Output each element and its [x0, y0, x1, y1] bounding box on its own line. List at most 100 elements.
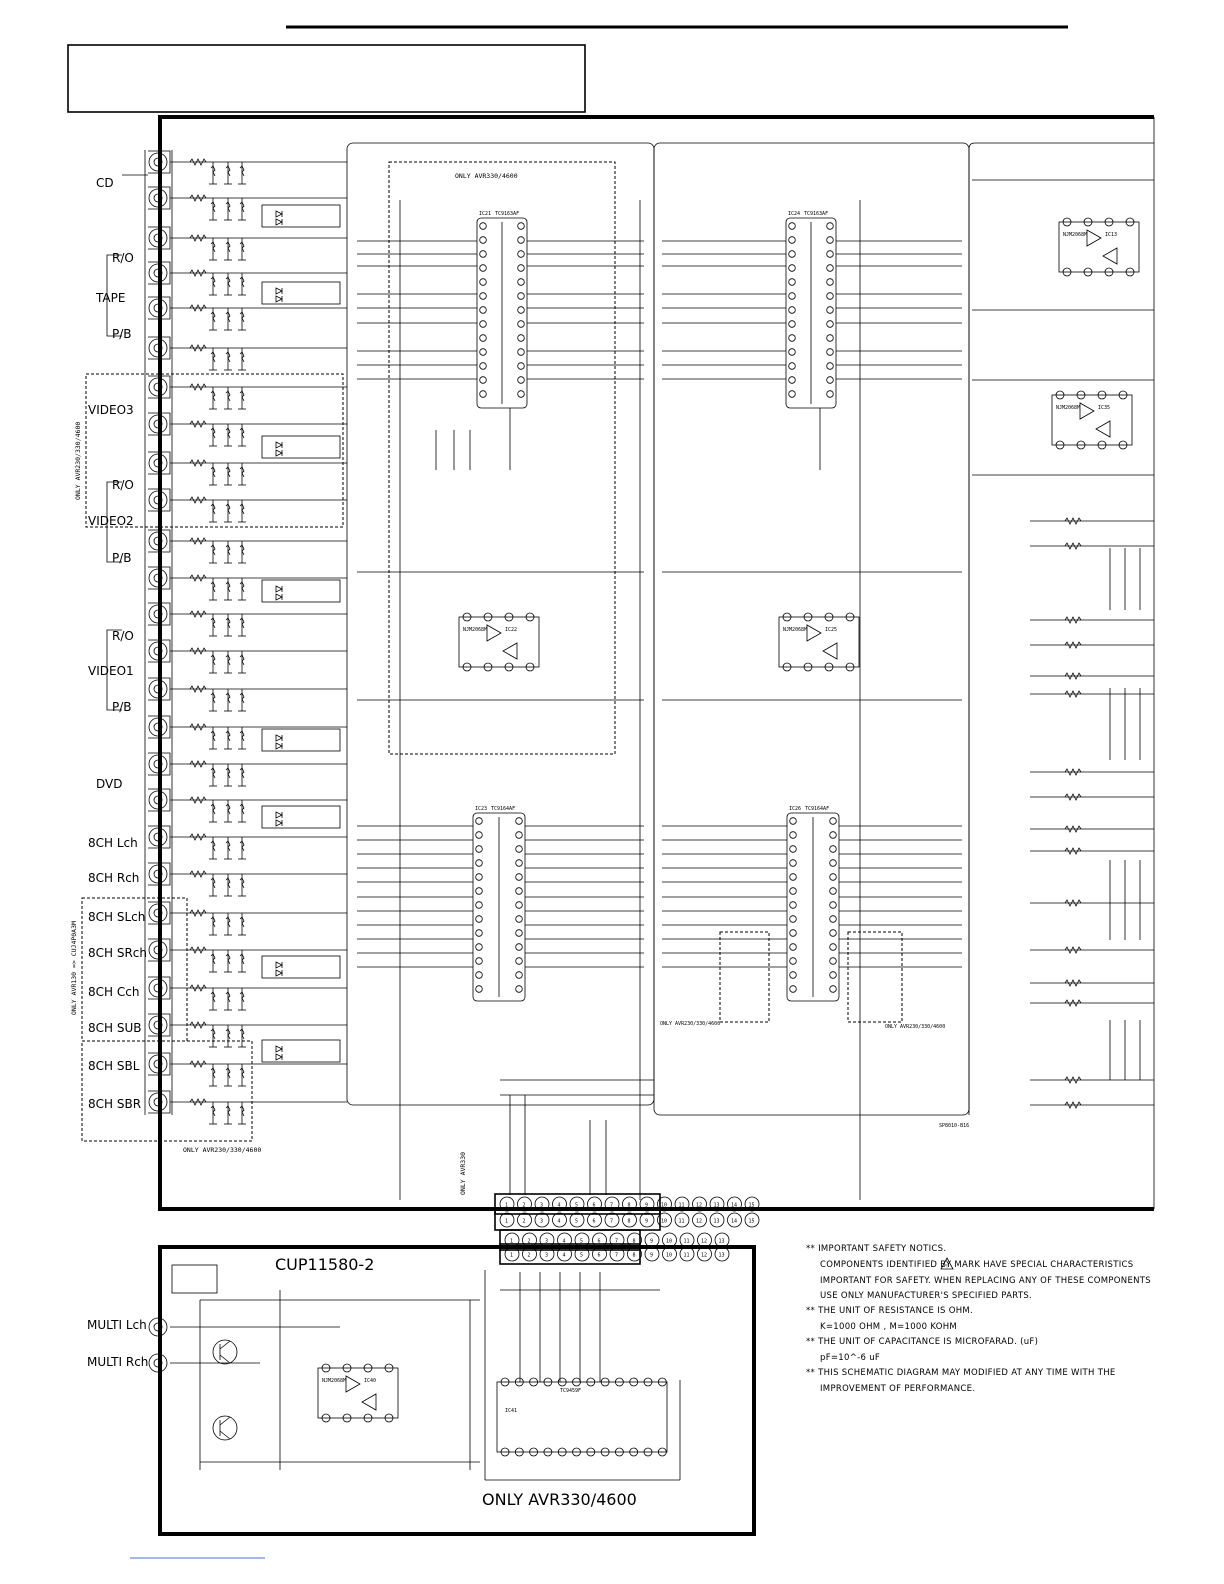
ic-pin-icon [789, 859, 797, 867]
only-avr330-vertical-label: ONLY AVR330 [459, 1152, 467, 1195]
resistor-icon [210, 390, 216, 402]
connector-pin-icon [662, 1246, 677, 1262]
resistor-icon [210, 201, 216, 213]
ic-pin-icon [826, 320, 834, 328]
warning-mark: ! [946, 1264, 949, 1270]
ic-pin-icon [600, 1447, 610, 1457]
resistor-icon [239, 840, 245, 852]
resistor-icon [239, 953, 245, 965]
ic-pin-icon [1118, 390, 1128, 400]
ic-ref: IC23 [475, 806, 487, 812]
connector-pin-number: 12 [701, 1253, 707, 1259]
opamp-icon [361, 1393, 377, 1411]
rca-jack-center-icon [153, 945, 163, 955]
connector-pin-icon [587, 1196, 602, 1212]
resistor-icon [189, 1098, 207, 1106]
ic-pin-icon [475, 873, 483, 881]
input-label: VIDEO2 [88, 514, 134, 528]
ic-pin-icon [803, 662, 813, 672]
opamp-package [778, 616, 860, 668]
connector-pin-icon [627, 1246, 642, 1262]
resistor-icon [1064, 1076, 1082, 1084]
multi-rch-label: MULTI Rch [87, 1355, 148, 1369]
connector-pin-icon [604, 1196, 620, 1212]
ic-pin-icon [543, 1447, 553, 1457]
rca-jack-icon [148, 1015, 168, 1035]
ic-pin-icon [1104, 217, 1114, 227]
resistor-icon [225, 311, 231, 323]
connector-pin-icon [639, 1196, 655, 1212]
ic-pin-icon [517, 292, 525, 300]
resistor-icon [239, 241, 245, 253]
connector-pin-icon [499, 1196, 515, 1212]
ic-pin-icon [479, 306, 487, 314]
connector-pin-icon [574, 1246, 590, 1262]
resistor-icon [189, 537, 207, 545]
ic-body [476, 217, 528, 409]
connector-pin-number: 6 [598, 1253, 601, 1259]
ic-pin-icon [515, 873, 523, 881]
ic-pin-icon [515, 901, 523, 909]
rca-jack-icon [148, 754, 168, 774]
resistor-icon [1064, 847, 1082, 855]
rca-jack-center-icon [153, 869, 163, 879]
resistor-icon [225, 581, 231, 593]
ic-pin-icon [789, 817, 797, 825]
ic-pin-icon [629, 1377, 639, 1387]
ic-pin-icon [1076, 440, 1086, 450]
rca-jack-center-icon [153, 1097, 163, 1107]
diode-clamp-network [171, 1264, 218, 1294]
ic-pin-icon [475, 859, 483, 867]
resistor-icon [225, 1067, 231, 1079]
connector-pin-number: 7 [615, 1239, 618, 1245]
ic-pin-icon [515, 845, 523, 853]
connector-pin-number: 14 [731, 1203, 737, 1209]
ic-pin-icon [1055, 390, 1065, 400]
connector-pin-number: 4 [563, 1239, 566, 1245]
rca-jack-center-icon [153, 1059, 163, 1069]
ic-pin-icon [517, 320, 525, 328]
rca-jack-center-icon [153, 1322, 163, 1332]
rca-jack-center-icon [153, 268, 163, 278]
ic-pin-icon [475, 943, 483, 951]
resistor-icon [189, 647, 207, 655]
ic-pin-icon [475, 901, 483, 909]
only-avr230-bottom-left-label: ONLY AVR230/330/4600 [183, 1146, 261, 1154]
resistor-icon [210, 991, 216, 1003]
connector-pin-icon [534, 1196, 550, 1212]
connector-pin-number: 5 [580, 1239, 583, 1245]
resistor-icon [239, 544, 245, 556]
resistor-icon [210, 730, 216, 742]
ic-pin-icon [845, 662, 855, 672]
ic-pin-icon [475, 817, 483, 825]
resistor-icon [1064, 979, 1082, 987]
rca-jack-center-icon [153, 684, 163, 694]
ic-pin-icon [475, 957, 483, 965]
ic-pin-icon [1125, 267, 1135, 277]
resistor-icon [210, 953, 216, 965]
connector-pin-number: 6 [593, 1203, 596, 1209]
ic-pin-icon [517, 390, 525, 398]
ic-pin-icon [321, 1363, 331, 1373]
connector-pin-number: 7 [610, 1219, 613, 1225]
opamp-icon [345, 1375, 361, 1393]
connector-pin-number: 1 [510, 1253, 513, 1259]
ic-pin-icon [829, 845, 837, 853]
ic-body [496, 1381, 668, 1453]
ic-part: TC9164AF [491, 806, 515, 812]
transistor-leads [219, 1340, 231, 1364]
ic-pin-icon [1097, 440, 1107, 450]
resistor-icon [1064, 793, 1082, 801]
connector-pin-number: 4 [563, 1253, 566, 1259]
note-line: pF=10^-6 uF [820, 1353, 880, 1363]
connector-pin-icon [674, 1196, 690, 1212]
ic-pin-icon [515, 929, 523, 937]
connector-pin-icon [679, 1246, 695, 1262]
rca-jack-icon [148, 490, 168, 510]
opamp-package [1058, 221, 1140, 273]
ic-pin-icon [829, 971, 837, 979]
ic-pin-icon [643, 1377, 653, 1387]
ic-pin-icon [321, 1413, 331, 1423]
